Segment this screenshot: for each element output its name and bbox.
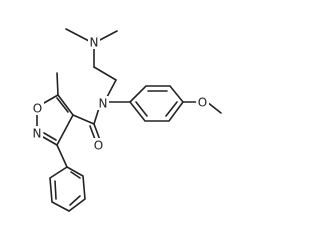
bond-ch2a-ch2b — [93, 66, 117, 81]
bond-C5-methyl — [56, 72, 59, 96]
atom-n-ring: N — [31, 126, 43, 141]
atom-label-n-ring: N — [33, 127, 42, 141]
atom-n-amide: N — [97, 96, 109, 111]
atom-label-o-ring: O — [33, 102, 42, 116]
phenyl-double-1 — [70, 171, 81, 179]
bond-N-C3-inner — [43, 132, 57, 141]
phenyl-double-3 — [54, 180, 57, 200]
bond-methoxyO-methyl — [206, 101, 222, 114]
atom-label-n-amide: N — [99, 97, 108, 111]
bond-ch2b-amideN — [106, 79, 117, 98]
methoxyphenyl-double-3 — [135, 101, 148, 117]
atom-o-carbonyl: O — [92, 138, 105, 153]
bond-methyl1-amineN — [65, 28, 90, 42]
bond-amideN-carbonylC — [93, 107, 100, 125]
atom-label-o-carbonyl: O — [94, 139, 103, 153]
phenyl-ring — [49, 166, 86, 212]
atom-o-ring: O — [31, 101, 44, 116]
atom-o-methoxy: O — [196, 95, 209, 110]
phenyl-double-2 — [69, 195, 81, 206]
bond-C5-O — [43, 94, 59, 104]
atom-label-n-amine: N — [90, 36, 99, 50]
methoxyphenyl-double-2 — [165, 101, 178, 117]
atom-n-amine: N — [88, 35, 100, 50]
bond-layer — [36, 28, 222, 212]
bond-N-C3 — [42, 136, 58, 146]
atom-label-layer: N N O N O O — [31, 35, 209, 153]
bond-carbonyl-double-a — [93, 123, 101, 141]
bond-carbonylC-C4 — [72, 114, 95, 125]
bond-amineN-methyl2 — [97, 30, 118, 42]
bond-C4-C5-inner — [56, 97, 69, 113]
bond-C3-C4 — [56, 114, 74, 146]
bond-C4-C5 — [57, 94, 74, 116]
atom-label-o-methoxy: O — [198, 96, 207, 110]
bond-C3-phenyl — [56, 144, 68, 168]
chemical-structure: N N O N O O — [31, 28, 222, 212]
